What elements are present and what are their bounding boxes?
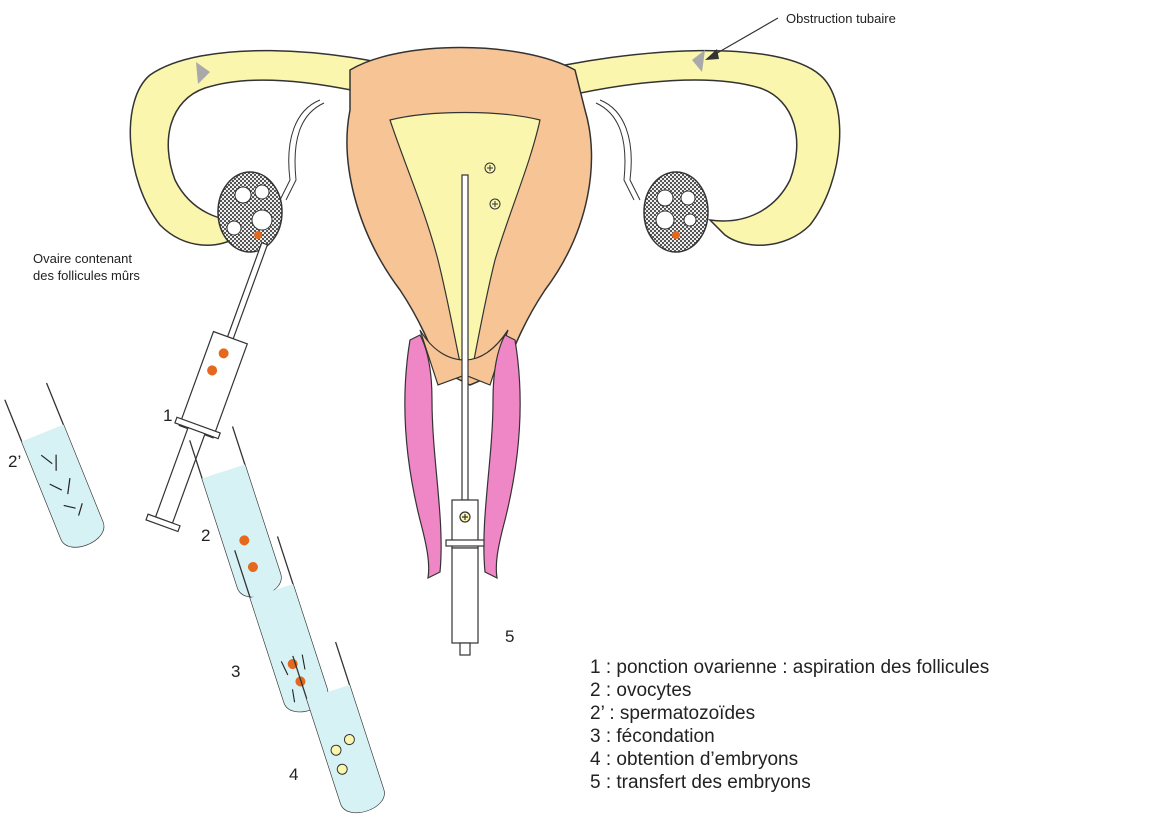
ovary-label-line2: des follicules mûrs [33,268,140,284]
follicle [684,214,696,226]
step-number-2prime: 2’ [8,452,21,472]
ovary-label-line1: Ovaire contenant [33,251,132,267]
legend-item-3: 3 : fécondation [590,725,989,748]
follicle [681,191,695,205]
legend-item-2prime: 2’ : spermatozoïdes [590,702,989,725]
follicle [227,221,241,235]
step-number-4: 4 [289,765,298,785]
uterus [347,48,591,386]
left-ovary [218,172,282,252]
legend-item-4: 4 : obtention d’embryons [590,748,989,771]
legend-item-5: 5 : transfert des embryons [590,771,989,794]
test-tube-2 [190,426,285,602]
follicle [656,211,674,229]
legend: 1 : ponction ovarienne : aspiration des … [590,656,989,794]
follicle [255,185,269,199]
right-ovary [644,172,708,252]
legend-item-2: 2 : ovocytes [590,679,989,702]
step-number-2: 2 [201,526,210,546]
step-number-5: 5 [505,627,514,647]
obstruction-label: Obstruction tubaire [786,11,896,27]
follicle [657,190,673,206]
step-number-1: 1 [163,406,172,426]
step-number-3: 3 [231,662,240,682]
legend-item-1: 1 : ponction ovarienne : aspiration des … [590,656,989,679]
follicle [252,210,272,230]
oocyte [254,231,262,239]
follicle [235,187,251,203]
oocyte [672,231,680,239]
